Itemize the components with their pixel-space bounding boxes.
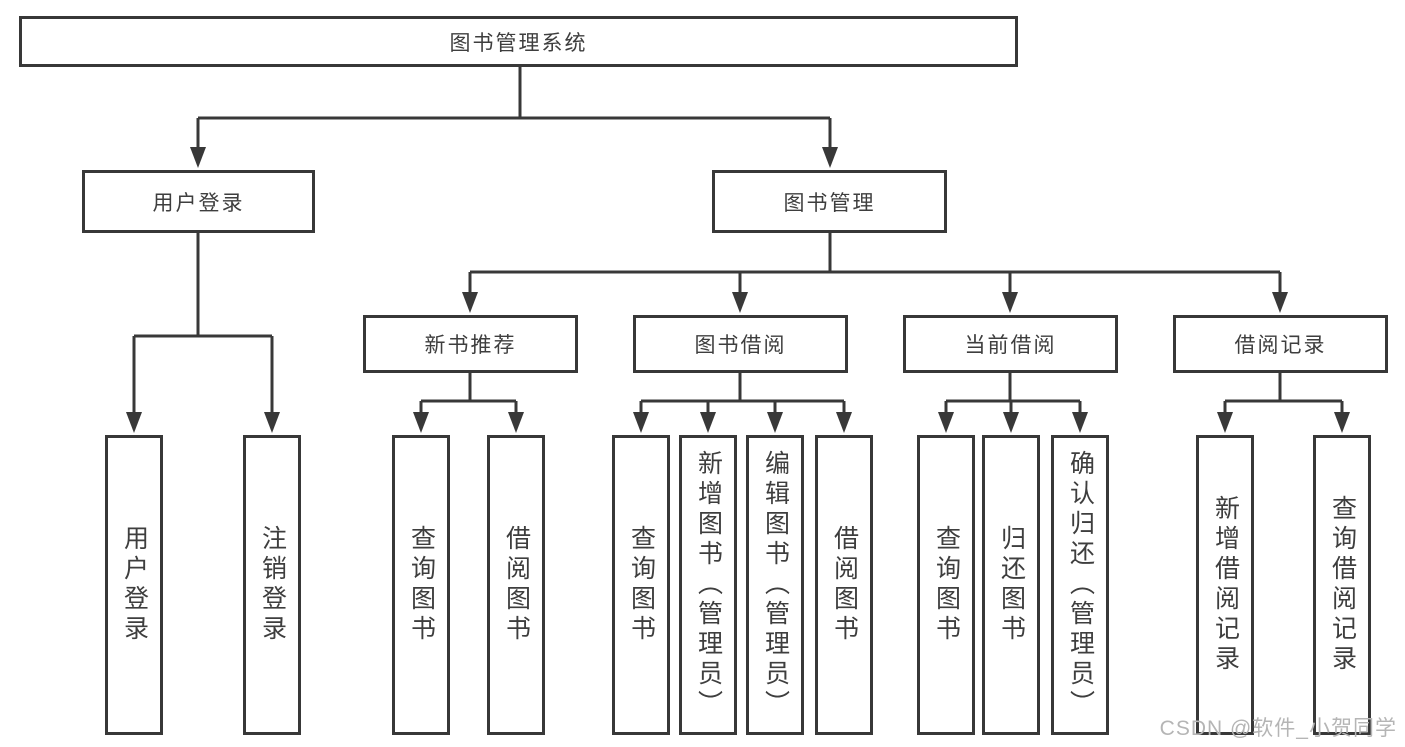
node-label: 查询图书 (627, 525, 656, 645)
node-borrow-book-recommend: 借阅图书 (487, 435, 545, 735)
arrowhead-icon (836, 412, 852, 433)
node-label: 图书管理 (783, 191, 876, 215)
node-label: 借阅记录 (1234, 334, 1327, 357)
arrowhead-icon (264, 412, 280, 433)
node-confirm-return-admin: 确认归还（管理员） (1051, 435, 1109, 735)
node-label: 新增借阅记录 (1211, 495, 1240, 675)
node-label: 借阅图书 (830, 525, 859, 645)
node-current-borrowing: 当前借阅 (903, 315, 1118, 373)
node-query-book-borrowing: 查询图书 (612, 435, 670, 735)
node-library-system: 图书管理系统 (19, 16, 1018, 67)
node-edit-book-admin: 编辑图书（管理员） (746, 435, 804, 735)
node-book-borrowing: 图书借阅 (633, 315, 848, 373)
arrowhead-icon (1003, 412, 1019, 433)
node-user-login-action: 用户登录 (105, 435, 163, 735)
node-label: 用户登录 (152, 191, 245, 215)
arrowhead-icon (633, 412, 649, 433)
arrowhead-icon (508, 412, 524, 433)
arrowhead-icon (190, 147, 206, 168)
node-label: 新书推荐 (424, 334, 517, 357)
arrowhead-icon (413, 412, 429, 433)
arrowhead-icon (1217, 412, 1233, 433)
arrowhead-icon (822, 147, 838, 168)
node-label: 注销登录 (258, 525, 287, 645)
connector-path (132, 67, 1344, 418)
arrowhead-icon (700, 412, 716, 433)
node-label: 确认归还（管理员） (1066, 450, 1095, 720)
node-book-management-module: 图书管理 (712, 170, 947, 233)
node-user-login-module: 用户登录 (82, 170, 315, 233)
node-label: 图书管理系统 (449, 31, 588, 55)
arrowhead-icon (1334, 412, 1350, 433)
arrowhead-icon (1272, 292, 1288, 313)
node-label: 用户登录 (120, 525, 149, 645)
csdn-watermark: CSDN @软件_小贺同学 (1159, 717, 1397, 740)
node-borrow-records: 借阅记录 (1173, 315, 1388, 373)
arrowhead-icon (767, 412, 783, 433)
node-logout-action: 注销登录 (243, 435, 301, 735)
node-add-borrow-record: 新增借阅记录 (1196, 435, 1254, 735)
node-query-borrow-record: 查询借阅记录 (1313, 435, 1371, 735)
node-label: 查询图书 (407, 525, 436, 645)
node-label: 新增图书（管理员） (694, 450, 723, 720)
arrowhead-icon (732, 292, 748, 313)
arrowhead-icon (1072, 412, 1088, 433)
arrowhead-icon (126, 412, 142, 433)
node-add-book-admin: 新增图书（管理员） (679, 435, 737, 735)
node-label: 查询图书 (932, 525, 961, 645)
arrowhead-icon (938, 412, 954, 433)
node-query-book-recommend: 查询图书 (392, 435, 450, 735)
node-return-book: 归还图书 (982, 435, 1040, 735)
node-label: 归还图书 (997, 525, 1026, 645)
node-new-book-recommend: 新书推荐 (363, 315, 578, 373)
node-label: 查询借阅记录 (1328, 495, 1357, 675)
node-borrow-book-borrowing: 借阅图书 (815, 435, 873, 735)
arrowhead-icon (462, 292, 478, 313)
arrowheads (126, 147, 1350, 433)
arrowhead-icon (1002, 292, 1018, 313)
node-label: 借阅图书 (502, 525, 531, 645)
node-query-book-current: 查询图书 (917, 435, 975, 735)
node-label: 编辑图书（管理员） (761, 450, 790, 720)
node-label: 图书借阅 (694, 334, 787, 357)
node-label: 当前借阅 (964, 334, 1057, 357)
